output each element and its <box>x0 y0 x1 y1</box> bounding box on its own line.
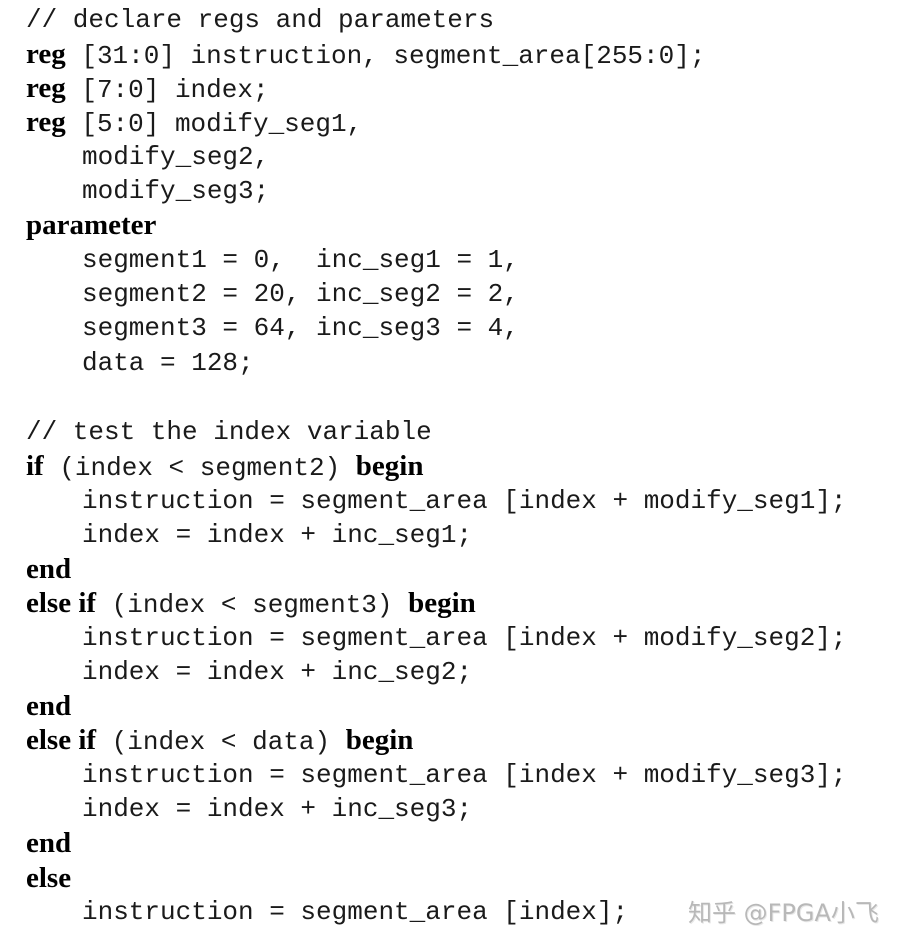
code-line-segment2: segment2 = 20, inc_seg2 = 2, <box>82 277 519 311</box>
keyword-begin: begin <box>355 450 424 482</box>
code-text: modify_seg3; <box>82 176 270 206</box>
code-text: index = index + inc_seg2; <box>82 657 473 687</box>
code-comment: // declare regs and parameters <box>26 3 494 37</box>
keyword-end: end <box>26 827 72 859</box>
code-line-reg-modify: reg [5:0] modify_seg1, <box>26 105 362 139</box>
keyword-if: if <box>26 450 44 482</box>
code-text: [7:0] index; <box>65 75 269 105</box>
keyword-parameter: parameter <box>26 209 157 241</box>
keyword-else: else <box>26 587 72 619</box>
code-line-instruction-1: instruction = segment_area [index + modi… <box>82 484 847 518</box>
code-line-parameter: parameter <box>26 208 156 242</box>
keyword-end: end <box>26 690 72 722</box>
code-line-else-if-1: else if (index < segment3) begin <box>26 586 476 620</box>
code-text: (index < segment2) <box>43 453 356 483</box>
keyword-reg: reg <box>26 72 66 104</box>
keyword-if: if <box>71 724 97 756</box>
code-text: modify_seg2, <box>82 142 270 172</box>
code-line-index-inc-1: index = index + inc_seg1; <box>82 518 472 552</box>
code-line-instruction-2: instruction = segment_area [index + modi… <box>82 621 847 655</box>
code-text: segment3 = 64, inc_seg3 = 4, <box>82 313 519 343</box>
code-text: [31:0] instruction, segment_area[255:0]; <box>65 41 706 71</box>
code-line-reg-index: reg [7:0] index; <box>26 71 269 105</box>
watermark: 知乎 @FPGA小飞 <box>688 899 879 927</box>
code-text: [5:0] modify_seg1, <box>65 109 363 139</box>
code-line-segment1: segment1 = 0, inc_seg1 = 1, <box>82 243 519 277</box>
comment-text: // declare regs and parameters <box>26 5 495 35</box>
code-text: instruction = segment_area [index + modi… <box>82 486 847 516</box>
code-line-else-if-2: else if (index < data) begin <box>26 723 413 757</box>
code-line-modify-seg3: modify_seg3; <box>82 174 269 208</box>
code-line-modify-seg2: modify_seg2, <box>82 140 269 174</box>
code-line-reg-instruction: reg [31:0] instruction, segment_area[255… <box>26 37 705 71</box>
code-text: instruction = segment_area [index + modi… <box>82 623 847 653</box>
code-line-end: end <box>26 552 71 586</box>
code-text: segment2 = 20, inc_seg2 = 2, <box>82 279 519 309</box>
code-text: instruction = segment_area [index]; <box>82 897 629 927</box>
keyword-end: end <box>26 553 72 585</box>
code-line-segment3: segment3 = 64, inc_seg3 = 4, <box>82 311 519 345</box>
code-line-index-inc-3: index = index + inc_seg3; <box>82 792 472 826</box>
code-line-end: end <box>26 689 71 723</box>
keyword-begin: begin <box>408 587 476 619</box>
code-line-instruction-default: instruction = segment_area [index]; <box>82 895 628 929</box>
keyword-reg: reg <box>26 106 66 138</box>
keyword-else: else <box>26 724 72 756</box>
comment-text: // test the index variable <box>26 417 432 447</box>
keyword-begin: begin <box>345 724 414 756</box>
keyword-else: else <box>26 862 72 894</box>
keyword-if: if <box>71 587 97 619</box>
code-text: data = 128; <box>82 348 254 378</box>
code-line-end: end <box>26 826 71 860</box>
code-text: (index < data) <box>96 727 346 757</box>
code-line-data: data = 128; <box>82 346 254 380</box>
code-text: index = index + inc_seg1; <box>82 520 473 550</box>
code-line-index-inc-2: index = index + inc_seg2; <box>82 655 472 689</box>
code-line-instruction-3: instruction = segment_area [index + modi… <box>82 758 847 792</box>
keyword-reg: reg <box>26 38 66 70</box>
code-line-else: else <box>26 861 71 895</box>
code-text: index = index + inc_seg3; <box>82 794 473 824</box>
code-line-if: if (index < segment2) begin <box>26 449 423 483</box>
code-text: instruction = segment_area [index + modi… <box>82 760 847 790</box>
code-text: (index < segment3) <box>96 590 409 620</box>
code-text: segment1 = 0, inc_seg1 = 1, <box>82 245 519 275</box>
code-comment: // test the index variable <box>26 415 432 449</box>
